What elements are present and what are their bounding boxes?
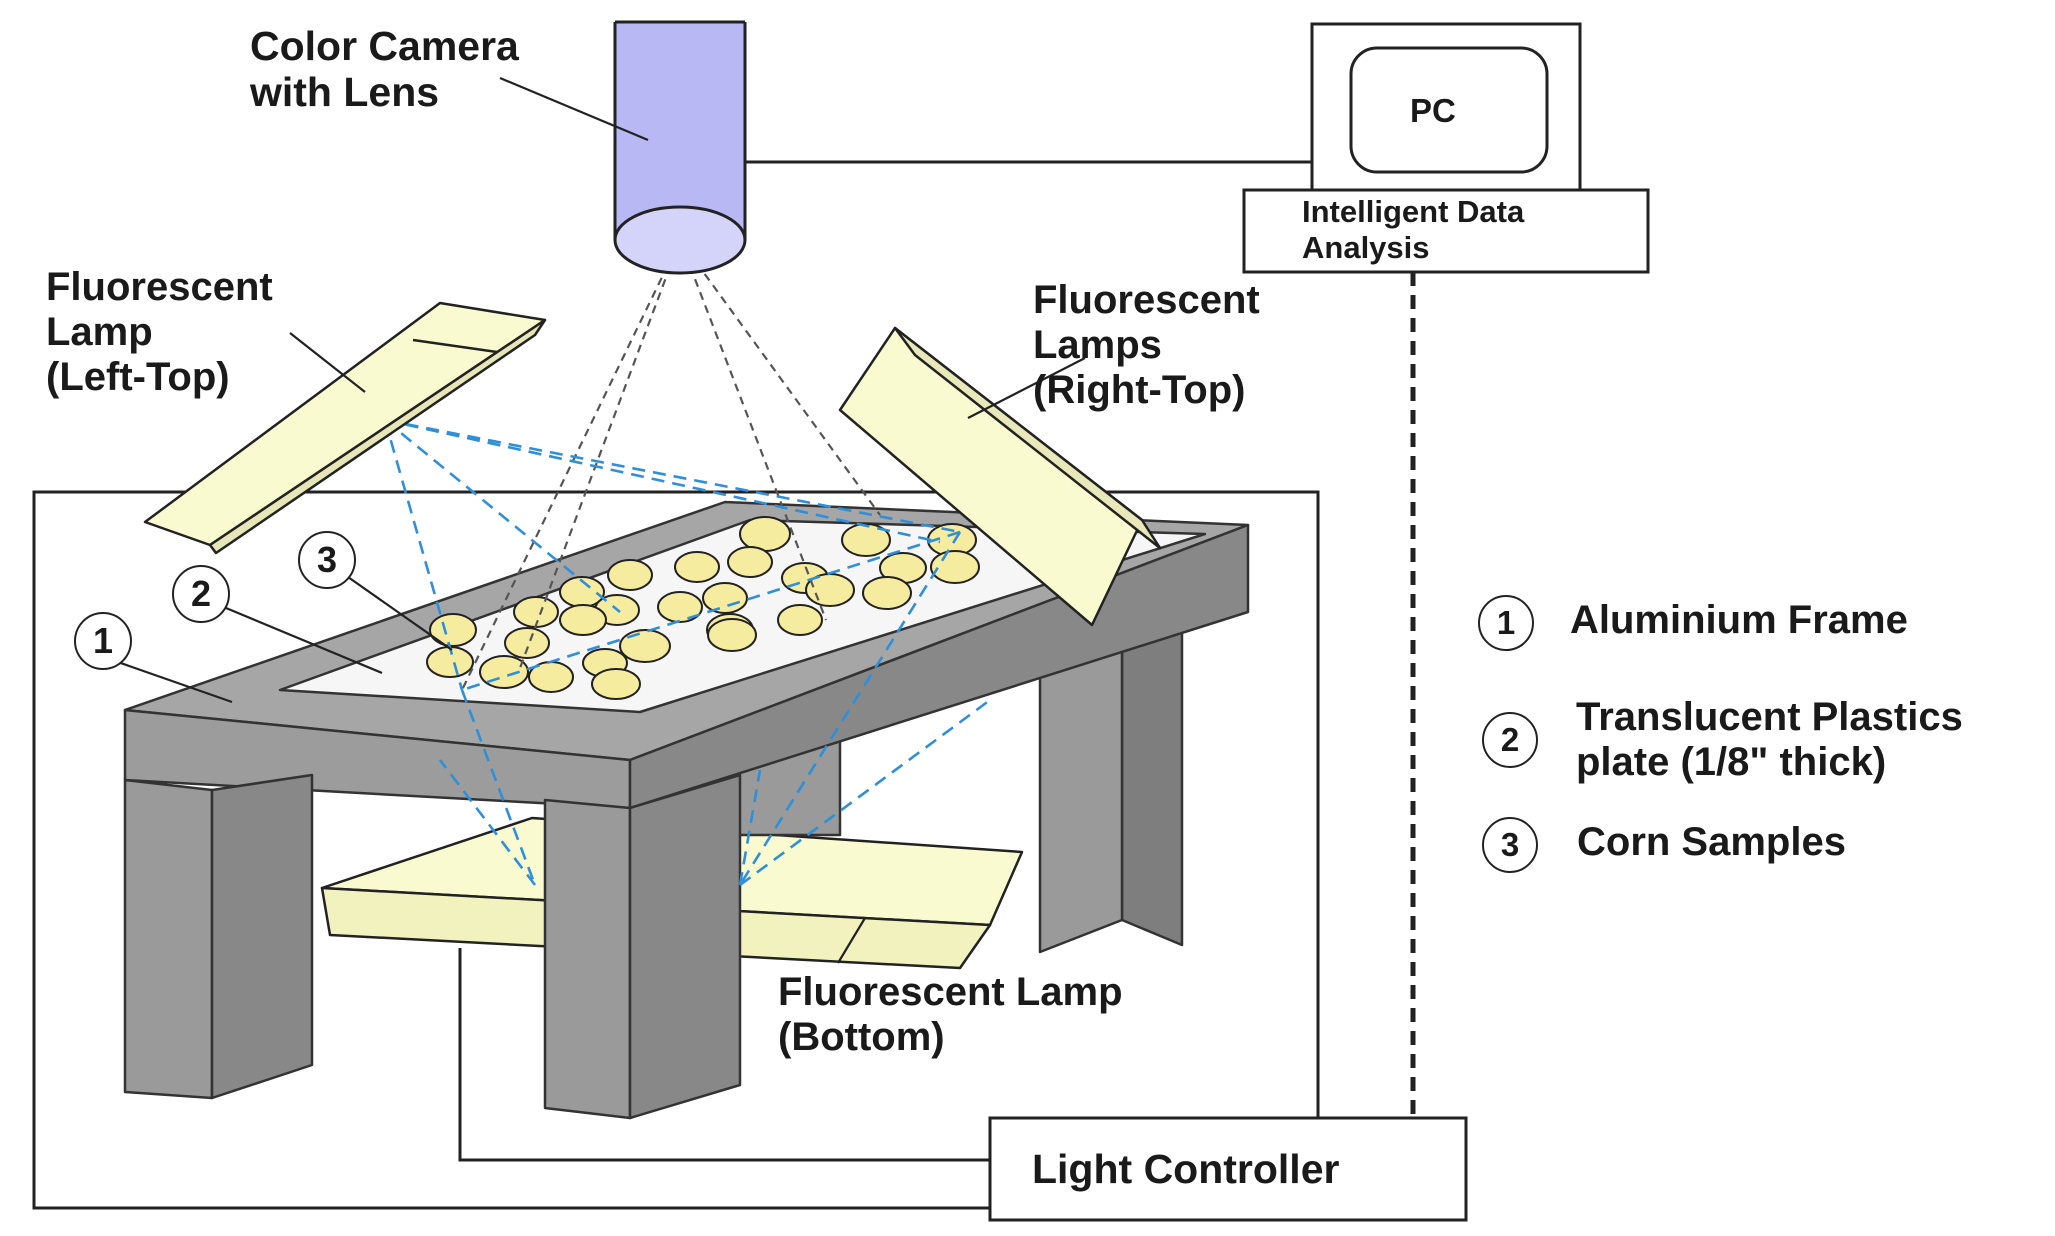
corn-kernel: [930, 550, 980, 584]
legend-text-2: Translucent Plastics plate (1/8" thick): [1576, 695, 1963, 784]
pc-monitor: [1310, 22, 1582, 194]
leader-lines: [111, 76, 1086, 964]
front-right-leg-side: [628, 773, 742, 1120]
intelligent-data-analysis-box: [1242, 188, 1650, 274]
corn-kernel: [591, 668, 641, 700]
pc-screen: [1349, 46, 1549, 174]
corn-kernel: [559, 604, 607, 636]
corn-kernel: [727, 546, 773, 578]
color-camera: [613, 20, 747, 275]
corn-kernel: [707, 618, 757, 652]
lamp-light-rays: [383, 418, 991, 887]
corn-kernel: [702, 582, 748, 614]
legend-text-1: Aluminium Frame: [1570, 598, 1908, 642]
fluorescent-lamp-left-top: [143, 301, 547, 555]
wiring: [32, 160, 1320, 1210]
corn-kernel: [739, 516, 791, 552]
camera-label: Color Camera with Lens: [250, 23, 519, 115]
front-left-leg-side: [210, 773, 314, 1100]
corn-kernel: [777, 604, 823, 636]
corn-kernel: [657, 591, 703, 623]
callout-1-aluminium-frame: 1: [74, 612, 132, 670]
front-right-leg-front: [543, 798, 632, 1120]
legend-text-3: Corn Samples: [1577, 820, 1846, 864]
camera-lens: [613, 205, 747, 275]
analysis-label: Intelligent Data Analysis: [1302, 194, 1525, 265]
fluorescent-lamp-right-top: [838, 326, 1162, 627]
light-controller-label: Light Controller: [1032, 1146, 1340, 1192]
corn-kernel: [607, 559, 653, 591]
camera-field-of-view: [461, 239, 881, 691]
front-left-leg-front: [123, 778, 214, 1100]
enclosure-outline: [32, 490, 1320, 1210]
legend-badge-2: 2: [1482, 712, 1538, 768]
light-controller-box: [988, 1116, 1468, 1222]
lamp-right-top-label: Fluorescent Lamps (Right-Top): [1033, 278, 1260, 412]
lamp-bottom-label: Fluorescent Lamp (Bottom): [778, 970, 1123, 1059]
corn-kernel: [429, 613, 477, 647]
corn-kernel: [674, 551, 720, 583]
callout-3-corn-samples: 3: [298, 531, 356, 589]
legend-badge-3: 3: [1482, 817, 1538, 873]
corn-kernel: [504, 627, 550, 659]
corn-kernel: [619, 629, 671, 663]
corn-kernel: [841, 523, 891, 557]
camera-body: [615, 22, 745, 240]
corn-kernel: [862, 576, 912, 610]
lamp-left-top-label: Fluorescent Lamp (Left-Top): [46, 265, 273, 399]
callout-2-translucent-plate: 2: [172, 565, 230, 623]
bottom-lamp-wire: [458, 948, 990, 1162]
legend-badge-1: 1: [1478, 595, 1534, 651]
corn-kernel: [479, 655, 529, 689]
pc-label: PC: [1410, 92, 1456, 129]
